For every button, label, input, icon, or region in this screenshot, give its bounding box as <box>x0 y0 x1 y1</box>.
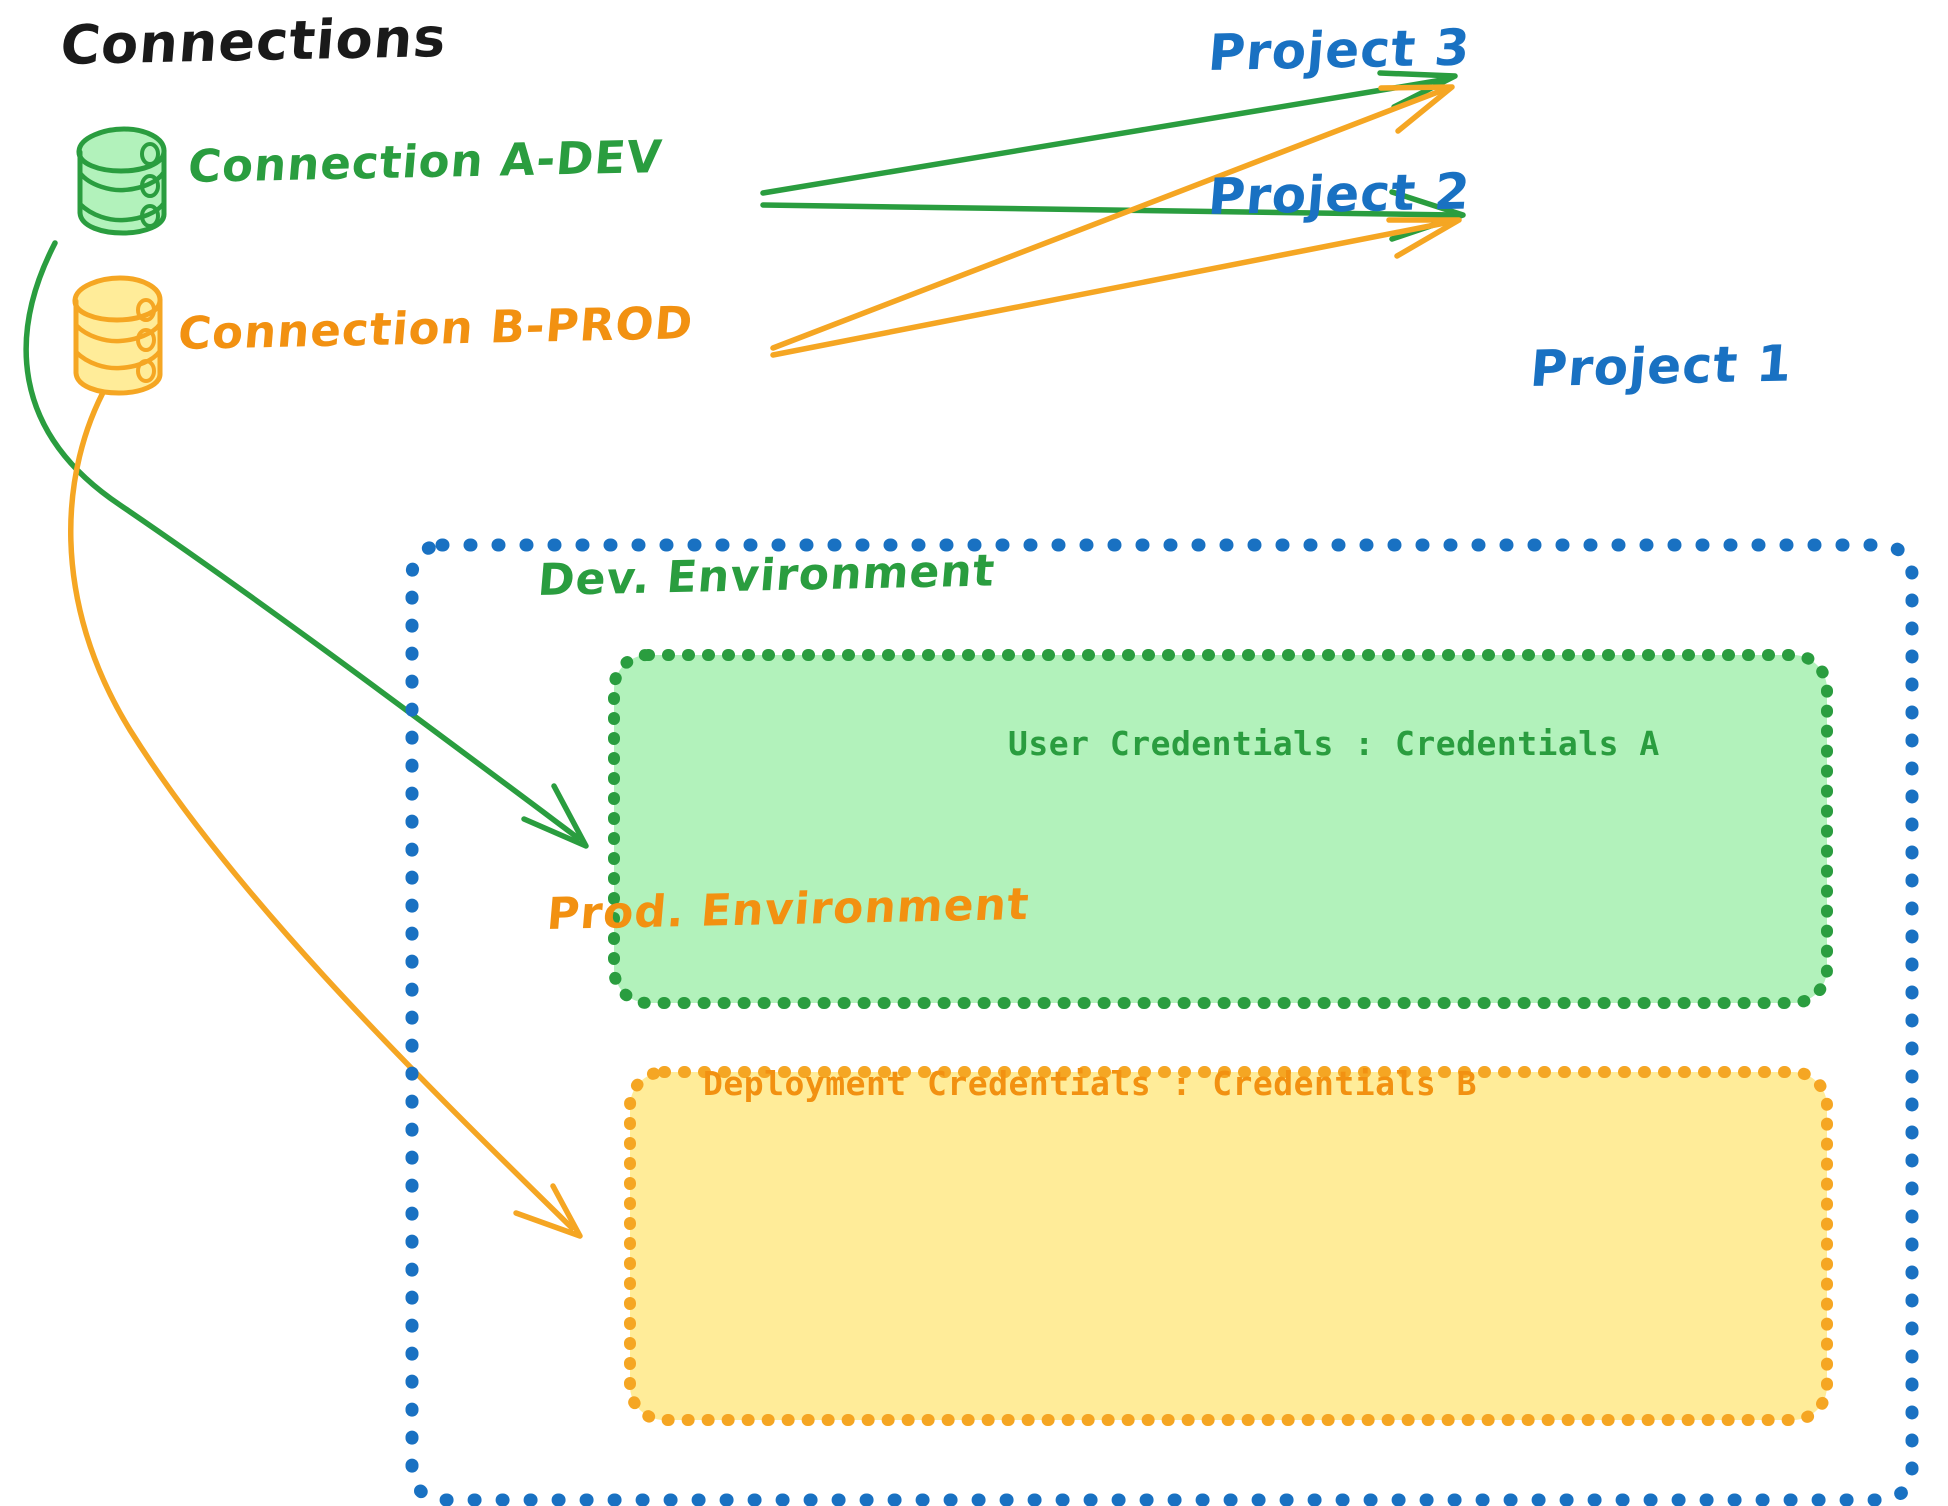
dev-environment-title: Dev. Environment <box>536 545 998 606</box>
dev-environment-box[interactable] <box>608 649 1833 1009</box>
connection-a-dev-label[interactable]: Connection A-DEV <box>186 130 665 193</box>
connection-b-prod-label[interactable]: Connection B-PROD <box>176 296 696 360</box>
project-1-label[interactable]: Project 1 <box>1528 334 1795 398</box>
database-cylinder-icon[interactable] <box>72 275 163 396</box>
edge-a-dev-to-dev-environment <box>23 240 589 849</box>
page-title: Connections <box>58 5 450 78</box>
edge-b-prod-to-project-2 <box>770 217 1462 358</box>
database-cylinder-icon[interactable] <box>76 126 167 236</box>
prod-environment-fill <box>630 1072 1827 1420</box>
prod-environment-dotted-border <box>624 1066 1833 1426</box>
prod-environment-credentials: Deployment Credentials : Credentials B <box>703 1064 1477 1103</box>
edge-a-dev-to-project-3 <box>760 70 1458 196</box>
prod-environment-title: Prod. Environment <box>545 878 1032 940</box>
edge-b-prod-to-project-3 <box>770 84 1455 351</box>
edge-b-prod-to-prod-environment <box>68 382 583 1239</box>
dev-environment-credentials: User Credentials : Credentials A <box>1008 724 1660 763</box>
dev-environment-fill <box>614 655 1827 1003</box>
project-1-dotted-border <box>405 538 1919 1506</box>
project-2-label[interactable]: Project 2 <box>1206 162 1473 226</box>
prod-environment-box[interactable] <box>624 1066 1833 1426</box>
dev-environment-dotted-border <box>608 649 1833 1009</box>
project-3-label[interactable]: Project 3 <box>1206 18 1473 82</box>
